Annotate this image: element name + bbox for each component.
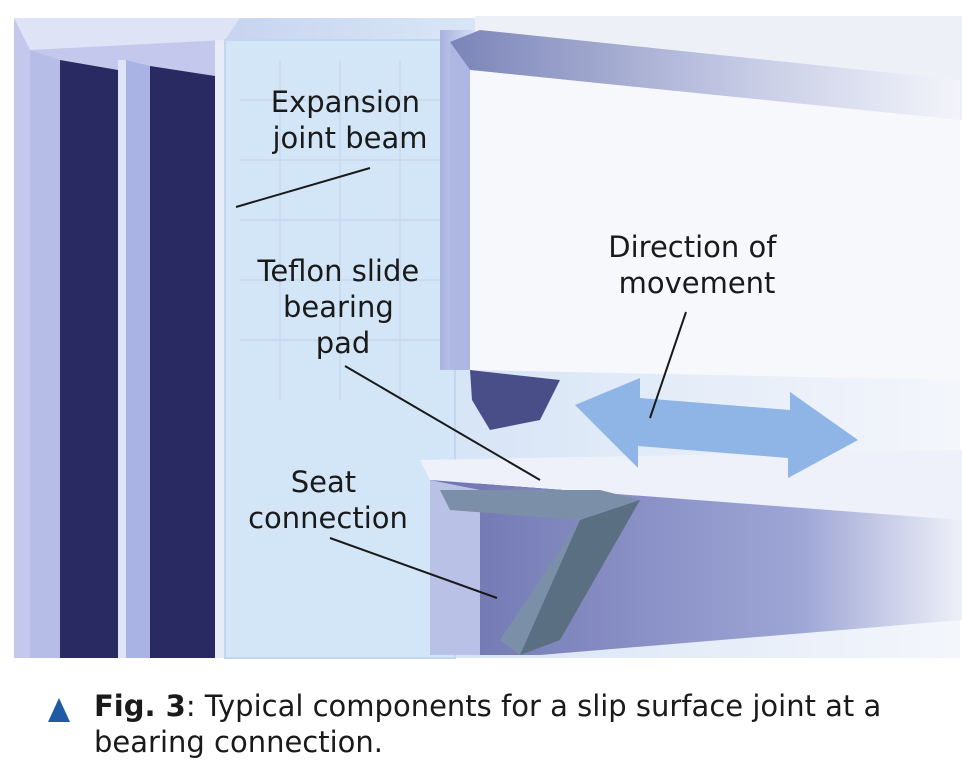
figure-caption: Fig. 3: Typical components for a slip su… [40, 688, 940, 760]
leader-expansion [235, 167, 371, 208]
label-direction: Direction of movement [608, 230, 785, 300]
label-expansion-joint-beam: Expansion joint beam [271, 85, 430, 155]
label-expansion-line2: joint beam [271, 121, 427, 155]
label-seat-connection: Seat connection [248, 465, 408, 535]
column [14, 18, 240, 658]
lower-beam [420, 450, 962, 655]
leader-teflon [344, 365, 541, 481]
caption-body: : Typical components for a slip surface … [94, 689, 882, 759]
caption-text: Fig. 3: Typical components for a slip su… [40, 688, 940, 760]
label-direction-line2: movement [619, 266, 776, 300]
caption-fig-label: Fig. 3 [94, 689, 186, 723]
label-seat-line1: Seat [291, 465, 356, 499]
direction-arrow [575, 378, 858, 478]
label-direction-line1: Direction of [608, 230, 777, 264]
label-teflon-line2: bearing [283, 290, 394, 324]
label-seat-line2: connection [248, 501, 408, 535]
label-teflon-pad: Teflon slide bearing pad [257, 254, 429, 360]
seat-connection [440, 490, 640, 655]
label-teflon-line1: Teflon slide [257, 254, 420, 288]
leader-direction [649, 311, 687, 419]
upper-beam [450, 30, 960, 430]
leader-seat [329, 537, 498, 599]
label-expansion-line1: Expansion [271, 85, 420, 119]
label-teflon-line3: pad [316, 326, 371, 360]
triangle-marker-icon [48, 698, 70, 722]
